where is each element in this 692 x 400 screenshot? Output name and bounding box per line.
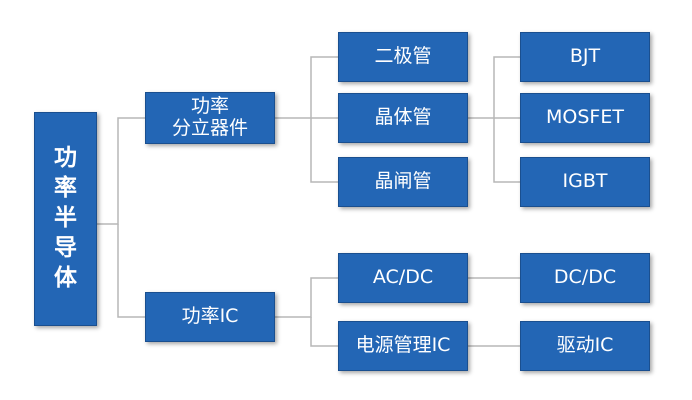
node-label: 功率IC — [181, 305, 239, 328]
node-label: DC/DC — [553, 266, 617, 289]
node-label: MOSFET — [546, 106, 624, 129]
node-power-discrete-devices: 功率 分立器件 — [145, 92, 275, 144]
connector-transistor-igbt — [493, 118, 520, 183]
node-dc-dc: DC/DC — [520, 253, 650, 303]
node-bjt: BJT — [520, 32, 650, 82]
node-label: 晶体管 — [374, 106, 432, 129]
node-igbt: IGBT — [520, 157, 650, 207]
node-diode: 二极管 — [338, 32, 468, 82]
node-thyristor: 晶闸管 — [338, 157, 468, 207]
connector-root-ic — [117, 224, 145, 318]
node-label: AC/DC — [372, 266, 434, 289]
connector-ic-acdc — [275, 277, 338, 318]
node-label: 驱动IC — [556, 334, 614, 357]
node-power-management-ic: 电源管理IC — [338, 321, 468, 371]
connector-transistor-bjt — [468, 56, 520, 119]
node-mosfet: MOSFET — [520, 93, 650, 143]
node-label: IGBT — [562, 170, 608, 193]
node-label: 功率 分立器件 — [171, 95, 248, 139]
connector-discrete-diode — [275, 56, 338, 119]
node-power-semiconductor: 功 率 半 导 体 — [34, 112, 97, 326]
node-label: 功 率 半 导 体 — [54, 145, 77, 291]
node-label: 二极管 — [374, 45, 432, 68]
connector-discrete-thyristor — [310, 118, 338, 183]
node-ac-dc: AC/DC — [338, 253, 468, 303]
node-driver-ic: 驱动IC — [520, 321, 650, 371]
node-label: 电源管理IC — [355, 334, 451, 357]
node-transistor: 晶体管 — [338, 93, 468, 143]
connector-root-discrete — [97, 117, 145, 225]
node-power-ic: 功率IC — [145, 292, 275, 342]
node-label: BJT — [569, 45, 601, 68]
node-label: 晶闸管 — [374, 170, 432, 193]
connector-ic-pmic — [310, 317, 338, 347]
